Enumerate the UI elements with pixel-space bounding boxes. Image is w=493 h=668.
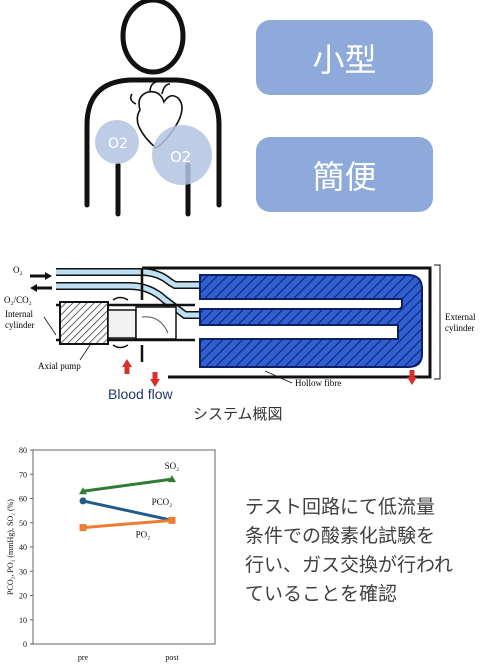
plot-frame: [32, 449, 216, 645]
y-tick-label: 10: [19, 616, 27, 625]
description-line: 条件での酸素化試験を: [245, 525, 436, 547]
y-tick-label: 30: [19, 567, 27, 576]
torso-outline: [84, 77, 222, 208]
series-line: [82, 477, 173, 493]
o2-label: O₂: [13, 265, 23, 275]
axial-pump-label: Axial pump: [38, 361, 81, 371]
data-point: [79, 487, 87, 495]
y-tick-label: 40: [19, 543, 27, 552]
o2-label-right: O2: [170, 148, 191, 166]
feature-label: 簡便: [312, 157, 377, 196]
external-cylinder-label-1: External: [445, 312, 476, 322]
o2-bubble-left: [95, 120, 139, 164]
heart-icon: [129, 81, 183, 150]
data-point: [79, 524, 87, 532]
feature-label: 小型: [312, 40, 377, 79]
data-point: [168, 475, 176, 483]
series-line: [82, 499, 173, 522]
description: テスト回路にて低流量 条件での酸素化試験を 行い、ガス交換が行われ ていることを…: [245, 493, 490, 609]
internal-cylinder-label-1: Internal: [5, 309, 33, 319]
y-axis-label: PCO₂, PO₂ (mmHg), SO₂ (%): [6, 499, 15, 595]
y-tick-label: 80: [19, 446, 27, 455]
x-tick-label: pre: [78, 653, 89, 662]
gas-exchange-chart: 0 10 20 30 40 50 60 70 80 pre post PCO₂, PO₂ (mmHg)…: [6, 446, 216, 662]
description-line: 行い、ガス交換が行われ: [245, 554, 454, 576]
system-diagram: O₂ O₂/CO₂ Internal cylinder Axial pump E…: [4, 264, 476, 388]
series-label: SO₂: [165, 461, 180, 471]
data-point: [168, 516, 176, 524]
o2-bubble-right: [152, 125, 212, 185]
blood-flow-outlet-arrow: [407, 370, 417, 385]
series-line: [82, 518, 173, 530]
y-tick-label: 50: [19, 519, 27, 528]
external-cylinder-label-2: cylinder: [445, 323, 475, 333]
internal-cylinder-label-2: cylinder: [5, 320, 35, 330]
feature-compact: 小型: [256, 20, 433, 95]
head: [120, 0, 186, 75]
human-figure: O2 O2: [84, 0, 222, 217]
o2-label-left: O2: [108, 136, 128, 152]
y-tick-label: 20: [19, 592, 27, 601]
y-tick-label: 0: [23, 640, 27, 649]
description-line: テスト回路にて低流量: [245, 496, 436, 518]
blood-flow-in-arrow: [122, 359, 132, 374]
blood-flow-out-arrow: [150, 372, 160, 387]
description-line: ていることを確認: [245, 583, 398, 605]
series-label: PO₂: [136, 529, 151, 539]
x-tick-label: post: [165, 653, 179, 662]
data-point: [79, 497, 87, 505]
external-cylinder-outline: [142, 266, 432, 379]
diagram-caption: システム概図: [193, 405, 283, 423]
y-tick-label: 70: [19, 470, 27, 479]
hollow-fibre-label: Hollow fibre: [295, 378, 341, 388]
o2-co2-label: O₂/CO₂: [4, 295, 32, 305]
blood-flow-label: Blood flow: [108, 386, 173, 402]
feature-simple: 簡便: [256, 137, 433, 212]
hollow-fibre-block: [199, 274, 423, 368]
y-tick-label: 60: [19, 495, 27, 504]
axial-pump-block: [59, 301, 109, 345]
series-label: PCO₂: [152, 497, 173, 507]
